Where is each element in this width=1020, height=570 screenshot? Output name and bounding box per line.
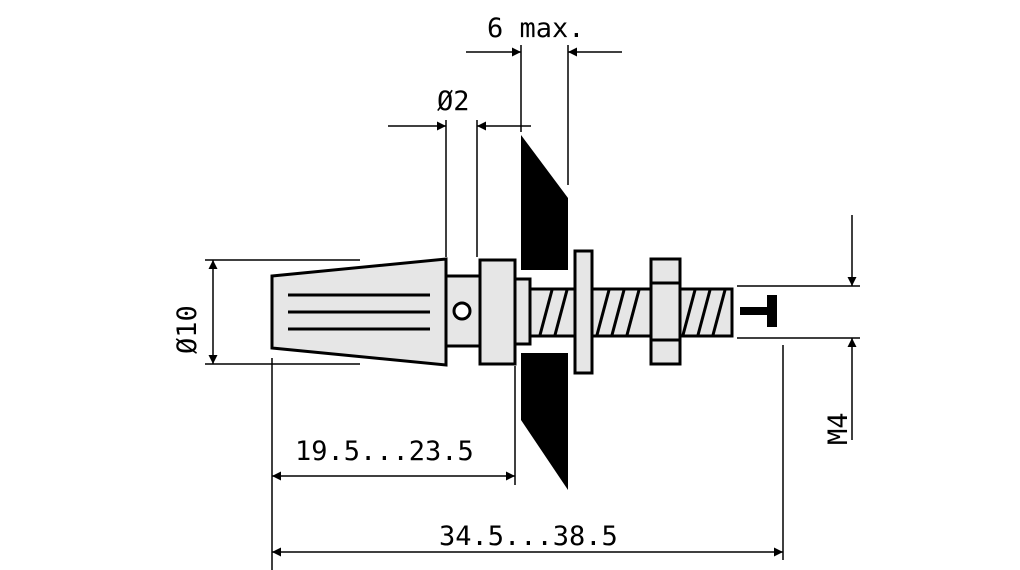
extension-lines xyxy=(205,45,860,570)
panel-section-bottom xyxy=(521,353,568,490)
dim-label-hole-diameter: Ø2 xyxy=(437,86,470,117)
dim-label-head-diameter: Ø10 xyxy=(172,305,203,354)
hex-nut xyxy=(649,257,682,366)
connector-part xyxy=(270,135,777,490)
dim-label-thread: M4 xyxy=(823,412,854,445)
thread-lines xyxy=(538,289,727,336)
end-tip-flange xyxy=(767,295,777,327)
washer xyxy=(573,249,594,375)
dim-label-short-length: 19.5...23.5 xyxy=(295,436,474,467)
dim-label-max-thickness: 6 max. xyxy=(487,13,585,44)
collar-step xyxy=(513,277,532,346)
neck xyxy=(444,274,482,348)
panel-section-top xyxy=(521,135,568,270)
end-tip xyxy=(740,307,770,315)
cross-hole xyxy=(452,301,472,321)
collar-nut xyxy=(478,258,517,366)
dimension-lines xyxy=(208,47,857,557)
dim-label-total-length: 34.5...38.5 xyxy=(439,521,618,552)
